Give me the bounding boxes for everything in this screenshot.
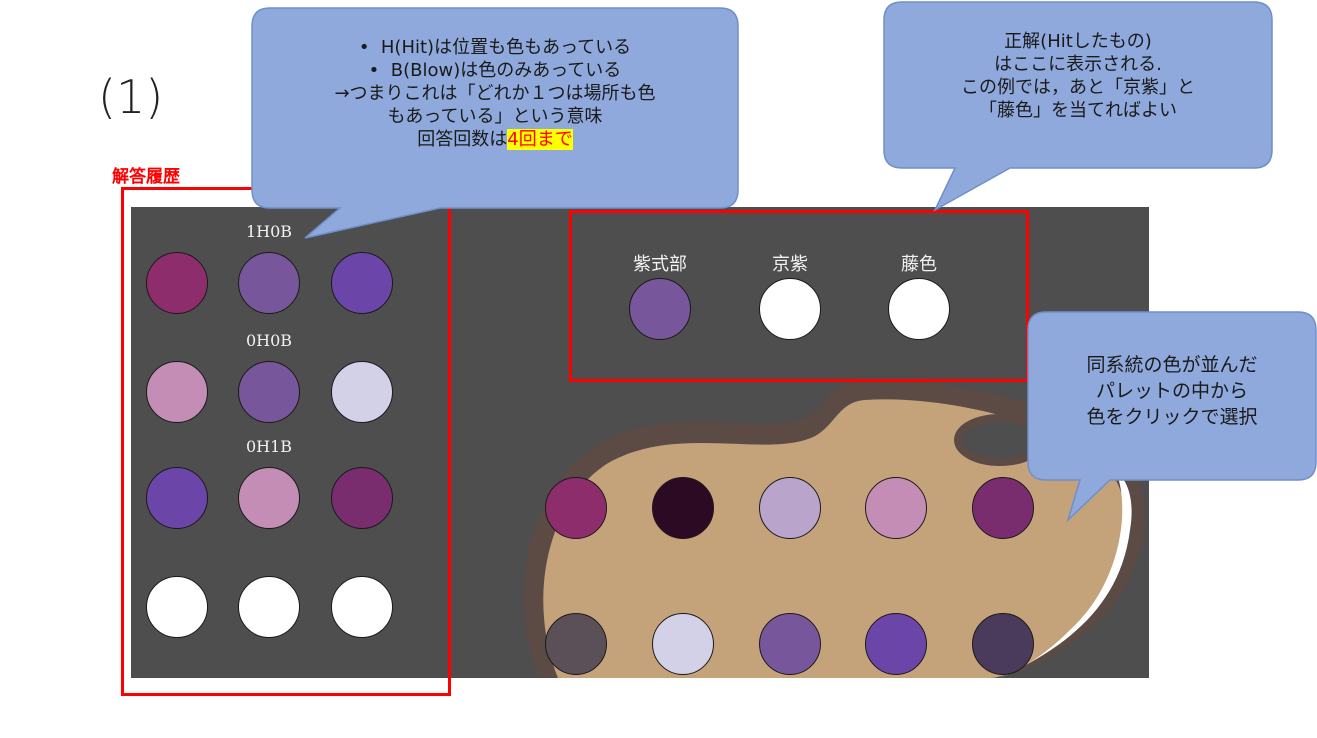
palette-color-swatch[interactable] <box>972 613 1034 675</box>
rules-callout: • H(Hit)は位置も色もあっている • B(Blow)は色のみあっている →… <box>262 36 728 151</box>
palette-color-swatch[interactable] <box>759 613 821 675</box>
history-result-label: 1H0B <box>245 222 293 241</box>
answer-note-line-3: この例では，あと「京紫」と <box>961 77 1195 98</box>
history-swatch <box>331 361 393 423</box>
rules-line-5: 回答回数は4回まで <box>262 128 728 151</box>
palette-note-line-3: 色をクリックで選択 <box>1086 406 1258 428</box>
answer-highlight-box <box>569 210 1029 382</box>
rules-line-3: →つまりこれは「どれか１つは場所も色 <box>334 83 656 104</box>
rules-callout-shape <box>251 7 739 239</box>
answer-slot-label: 京紫 <box>772 254 808 275</box>
answer-note-line-2: はここに表示される. <box>994 54 1162 75</box>
attempt-limit-highlight: 4回まで <box>507 129 573 150</box>
palette-color-swatch[interactable] <box>759 477 821 539</box>
answer-slot-label: 藤色 <box>901 254 937 275</box>
rules-bullet-2-text: B(Blow)は色のみあっている <box>390 60 622 81</box>
palette-note-callout: 同系統の色が並んだ パレットの中から 色をクリックで選択 <box>1036 352 1308 430</box>
rules-line-5-prefix: 回答回数は <box>417 129 508 150</box>
palette-color-swatch[interactable] <box>972 477 1034 539</box>
palette-highlight <box>1000 470 1132 678</box>
answer-note-line-1: 正解(Hitしたもの) <box>1004 31 1152 52</box>
answer-note-callout-shape <box>883 1 1273 212</box>
history-swatch <box>331 467 393 529</box>
history-swatch <box>331 576 393 638</box>
answer-slot-swatch <box>759 278 821 340</box>
history-swatch <box>238 252 300 314</box>
answer-note-line-4: 「藤色」を当てればよい <box>979 100 1177 121</box>
history-swatch <box>146 467 208 529</box>
palette-color-swatch[interactable] <box>652 613 714 675</box>
palette-color-swatch[interactable] <box>545 613 607 675</box>
history-swatch <box>238 467 300 529</box>
history-swatch <box>146 576 208 638</box>
palette-note-callout-shape <box>1027 311 1317 523</box>
history-result-label: 0H1B <box>245 437 293 456</box>
answer-slot-label: 紫式部 <box>633 254 687 275</box>
history-swatch <box>238 576 300 638</box>
palette-note-line-1: 同系統の色が並んだ <box>1086 354 1258 376</box>
answer-note-callout: 正解(Hitしたもの) はここに表示される. この例では，あと「京紫」と 「藤色… <box>892 30 1264 122</box>
palette-board <box>524 380 1145 678</box>
palette-color-swatch[interactable] <box>545 477 607 539</box>
history-heading: 解答履歴 <box>112 167 180 187</box>
answer-slot-swatch <box>629 278 691 340</box>
history-swatch <box>146 361 208 423</box>
rules-bullet-2: • B(Blow)は色のみあっている <box>368 60 622 81</box>
rules-line-4: もあっている」という意味 <box>387 106 603 127</box>
rules-bullet-1-text: H(Hit)は位置も色もあっている <box>380 37 632 58</box>
palette-color-swatch[interactable] <box>865 613 927 675</box>
answer-slot-swatch <box>888 278 950 340</box>
palette-color-swatch[interactable] <box>652 477 714 539</box>
history-swatch <box>331 252 393 314</box>
palette-wood <box>543 399 1126 678</box>
history-result-label: 0H0B <box>245 331 293 350</box>
rules-bullet-1: • H(Hit)は位置も色もあっている <box>358 37 632 58</box>
palette-color-swatch[interactable] <box>865 477 927 539</box>
problem-number: (1) <box>98 70 164 124</box>
history-swatch <box>238 361 300 423</box>
palette-note-line-2: パレットの中から <box>1095 380 1248 402</box>
history-swatch <box>146 252 208 314</box>
